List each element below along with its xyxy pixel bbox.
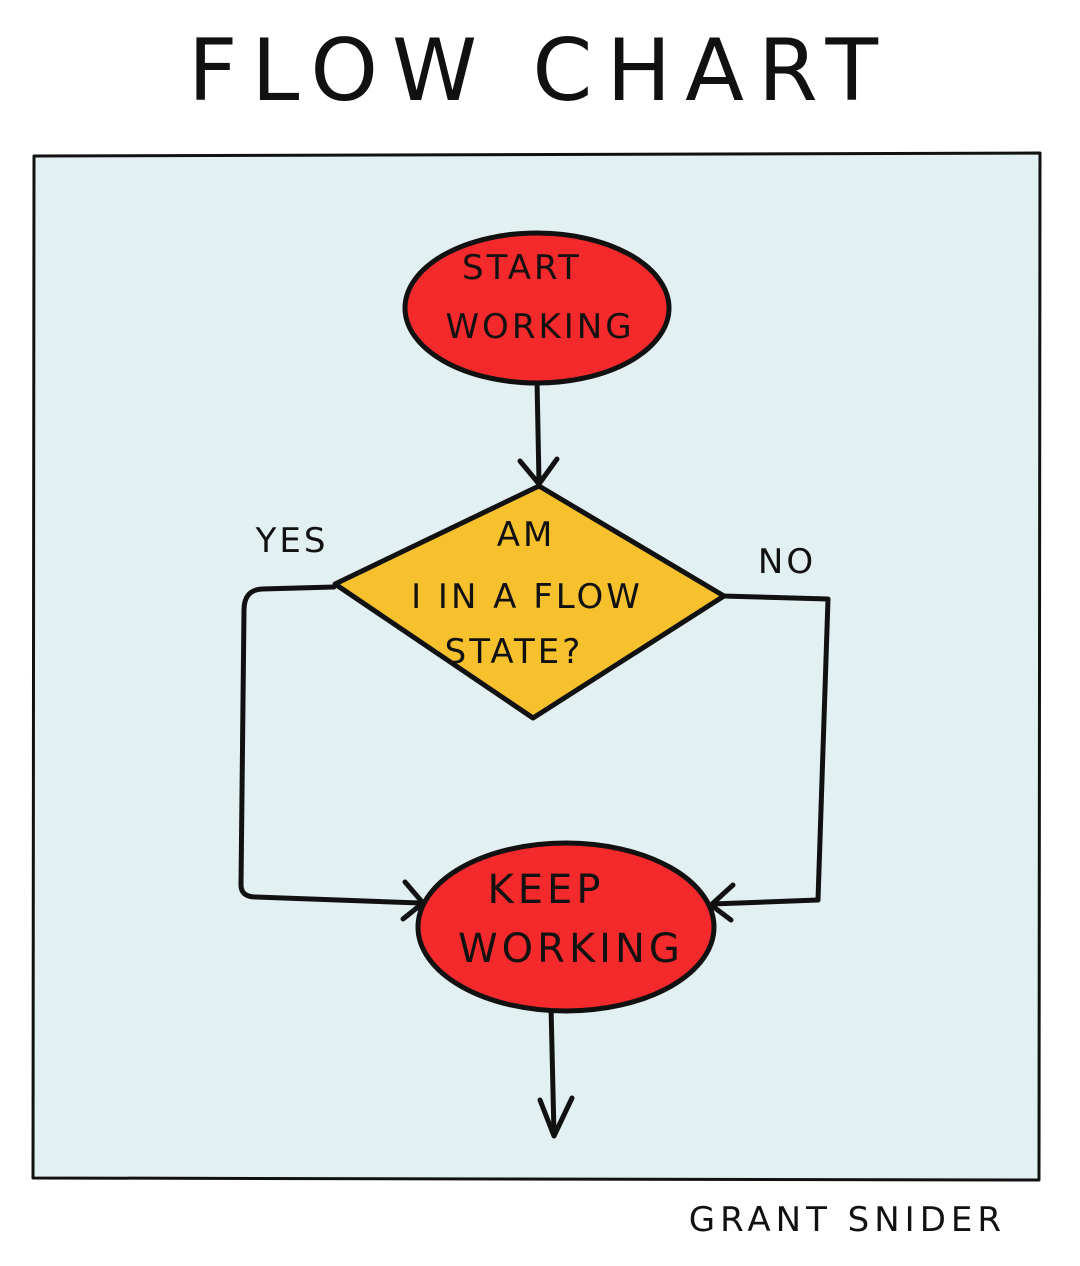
decision-line-1: AM bbox=[497, 515, 556, 555]
page-title: FLOW CHART bbox=[188, 21, 892, 121]
decision-line-2: I IN A FLOW bbox=[411, 577, 643, 617]
arrowhead-exit-icon bbox=[537, 1095, 575, 1139]
keep-line-2: WORKING bbox=[458, 926, 684, 972]
edge-no-branch bbox=[709, 593, 831, 907]
artist-signature: GRANT SNIDER bbox=[688, 1200, 1006, 1240]
node-keep-working: KEEP WORKING bbox=[415, 840, 717, 1014]
start-line-2: WORKING bbox=[445, 307, 634, 347]
keep-terminal-shape bbox=[415, 840, 717, 1014]
start-terminal-shape bbox=[402, 230, 672, 386]
start-line-1: START bbox=[462, 248, 582, 288]
keep-line-1: KEEP bbox=[488, 867, 605, 913]
node-decision: AM I IN A FLOW STATE? bbox=[332, 483, 727, 721]
decision-diamond-shape bbox=[332, 483, 727, 721]
edge-yes-branch bbox=[238, 584, 423, 906]
edge-start-to-decision bbox=[534, 377, 542, 485]
no-label: NO bbox=[758, 542, 816, 582]
yes-label: YES bbox=[255, 521, 329, 561]
edge-exit bbox=[548, 1003, 557, 1137]
node-start-working: START WORKING bbox=[402, 230, 672, 386]
decision-line-3: STATE? bbox=[445, 632, 584, 672]
